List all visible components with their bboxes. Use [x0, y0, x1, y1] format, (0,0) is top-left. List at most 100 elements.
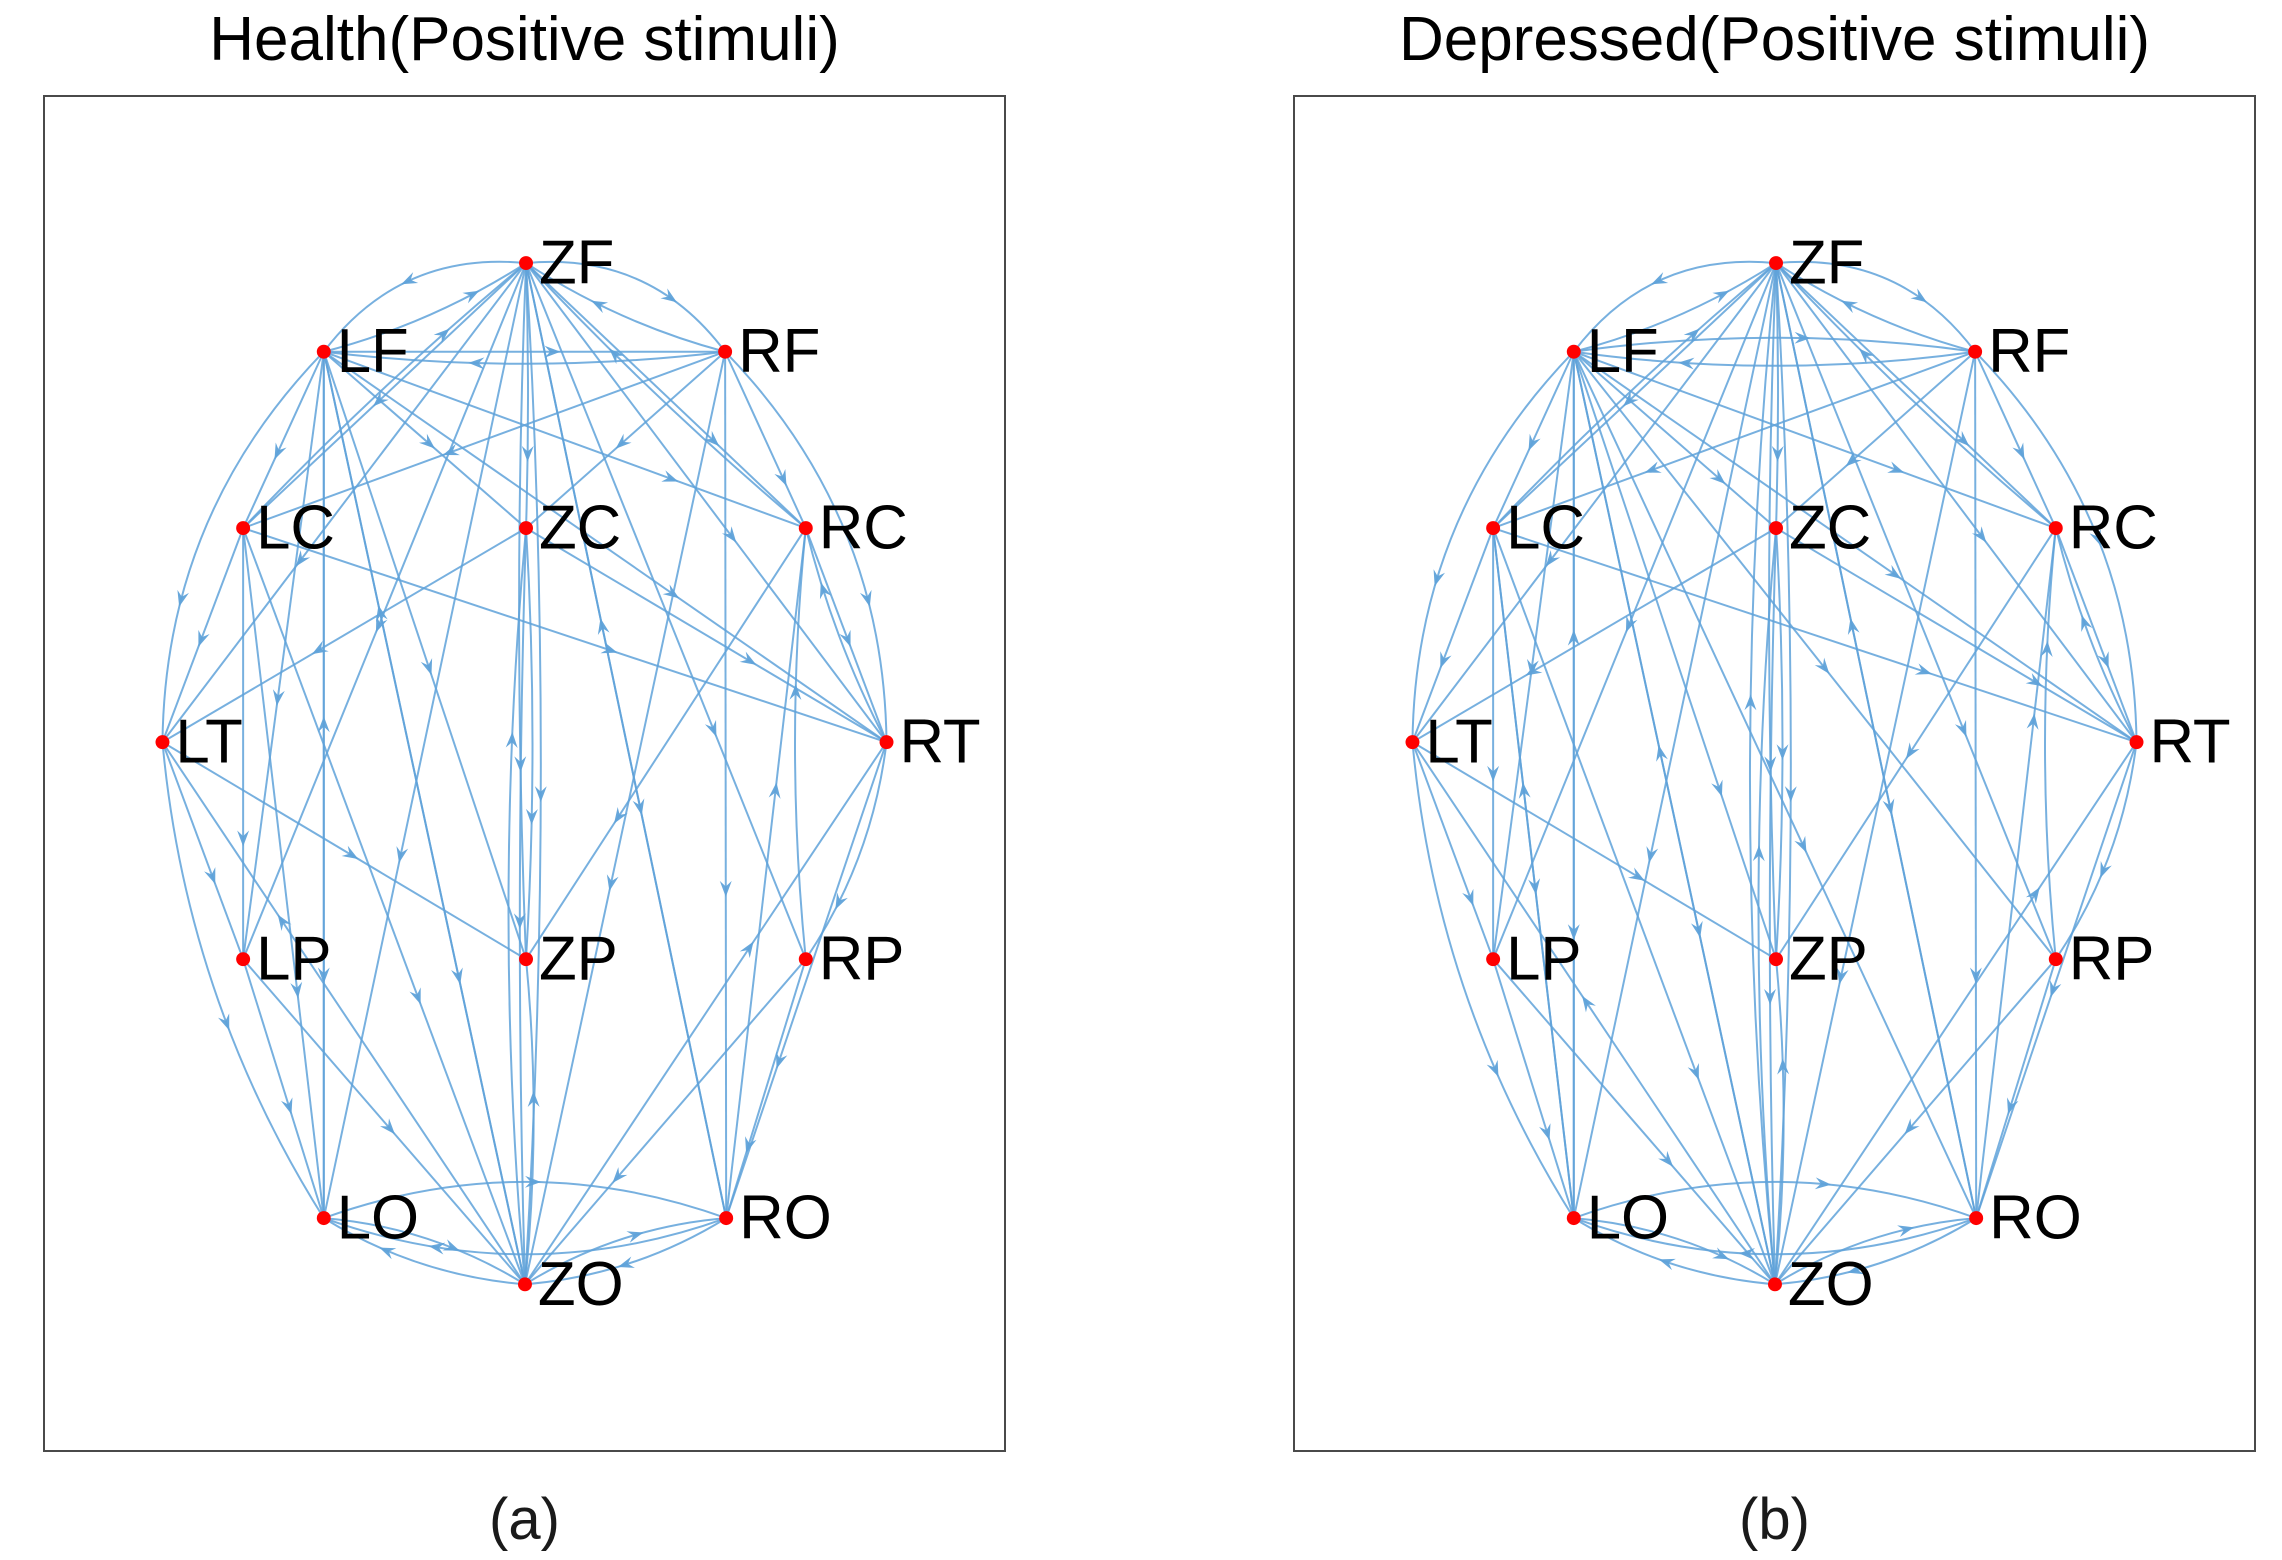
edge-arrowhead: [311, 640, 329, 655]
panel-caption-b: (b): [1739, 1487, 1810, 1552]
edge-arrowhead: [521, 445, 534, 462]
edge-arrowhead: [1440, 651, 1452, 669]
edge-arrowhead: [1836, 967, 1849, 985]
node-dot-rp: [2048, 952, 2063, 967]
node-dot-rc: [2048, 521, 2063, 536]
node-label-rf: RF: [738, 317, 820, 386]
edge-line: [1492, 350, 1976, 530]
edge-line: [1775, 262, 2138, 743]
edge-arrowhead: [373, 391, 389, 407]
edge-line: [525, 527, 888, 744]
edge-line: [1775, 260, 1976, 353]
node-dot-rc: [798, 521, 813, 536]
edge-arrowhead: [1954, 719, 1967, 737]
edge-line: [1573, 351, 2057, 960]
edges-layer: [161, 260, 888, 1286]
edge-arrowhead: [775, 1051, 788, 1069]
panel-title-depressed: Depressed(Positive stimuli): [1398, 5, 2151, 74]
edge-arrowhead: [204, 867, 216, 885]
edge-line: [1572, 351, 1777, 960]
edge-arrowhead: [272, 689, 285, 706]
edge-arrowhead: [1847, 618, 1860, 636]
edge-line: [323, 350, 726, 365]
edge-line: [1775, 527, 2057, 960]
edge-line: [1573, 350, 1976, 367]
edge-line: [1572, 260, 1777, 353]
edge-line: [525, 260, 726, 353]
edge-line: [525, 263, 530, 529]
edge-arrowhead: [2012, 442, 2025, 460]
edge-arrowhead: [819, 582, 832, 600]
edge-arrowhead: [1904, 1118, 1920, 1135]
edge-arrowhead: [419, 433, 435, 449]
node-label-zp: ZP: [539, 925, 618, 994]
edge-line: [1572, 351, 1978, 1219]
edge-arrowhead: [600, 641, 618, 654]
edge-line: [1411, 527, 1777, 744]
edge-line: [804, 527, 888, 743]
edge-line: [794, 527, 807, 960]
edge-arrowhead: [1910, 288, 1927, 303]
edge-arrowhead: [1683, 328, 1700, 344]
edge-arrowhead: [442, 1239, 460, 1251]
node-dot-zo: [1768, 1277, 1782, 1292]
edge-arrowhead: [317, 716, 330, 733]
edge-line: [1774, 741, 2138, 1285]
edge-arrowhead: [177, 589, 189, 607]
edge-line: [1573, 350, 1777, 529]
node-label-zo: ZO: [1788, 1250, 1874, 1319]
edge-line: [1974, 351, 2138, 743]
edge-line: [1492, 527, 1575, 1219]
edge-arrowhead: [1814, 1177, 1832, 1190]
edge-arrowhead: [295, 550, 311, 567]
edge-arrowhead: [442, 443, 460, 456]
edge-line: [1775, 262, 2057, 529]
edge-arrowhead: [396, 846, 409, 863]
edge-arrowhead: [2097, 651, 2109, 669]
node-dot-zp: [1769, 952, 1784, 967]
node-label-rc: RC: [819, 494, 908, 563]
edge-arrowhead: [719, 880, 732, 897]
edge-arrowhead: [1905, 742, 1920, 759]
edge-line: [161, 527, 527, 744]
edge-line: [323, 1180, 727, 1220]
edge-arrowhead: [277, 914, 292, 932]
edge-arrowhead: [274, 442, 287, 460]
edge-arrowhead: [1627, 867, 1645, 881]
edge-line: [323, 1217, 727, 1256]
panel-title-health: Health(Positive stimuli): [209, 5, 840, 74]
node-dot-zc: [1769, 521, 1784, 536]
node-label-rp: RP: [2069, 925, 2155, 994]
edge-line: [242, 958, 325, 1219]
node-label-ro: RO: [1989, 1184, 2082, 1253]
edge-line: [161, 741, 526, 1285]
edge-arrowhead: [341, 845, 359, 860]
edge-arrowhead: [1841, 300, 1859, 314]
edge-arrowhead: [2040, 640, 2053, 658]
edge-line: [525, 350, 726, 529]
edge-arrowhead: [218, 1013, 230, 1031]
edge-line: [1975, 741, 2138, 1219]
edge-arrowhead: [2050, 980, 2062, 998]
edge-arrowhead: [1678, 357, 1695, 370]
edge-arrowhead: [1784, 786, 1797, 803]
edge-line: [1411, 351, 1575, 743]
edge-arrowhead: [768, 782, 781, 799]
edge-arrowhead: [505, 731, 518, 749]
edge-line: [1975, 958, 2057, 1219]
node-label-lf: LF: [1587, 317, 1659, 386]
edge-arrowhead: [835, 892, 848, 910]
node-label-lc: LC: [1506, 494, 1585, 563]
edge-arrowhead: [527, 1091, 540, 1108]
edge-arrowhead: [468, 357, 485, 370]
edge-arrowhead: [1528, 433, 1541, 451]
edge-line: [161, 742, 325, 1219]
edge-line: [161, 741, 245, 960]
edge-arrowhead: [2100, 860, 2112, 878]
edge-line: [323, 1217, 526, 1286]
edge-arrowhead: [774, 468, 787, 486]
edge-line: [161, 262, 527, 743]
edge-line: [725, 958, 807, 1219]
